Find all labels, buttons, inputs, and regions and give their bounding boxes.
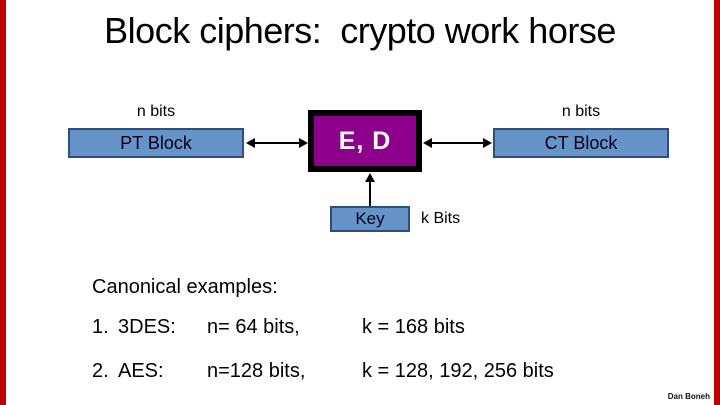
arrow-head-left-pt (246, 138, 255, 148)
key-box-label: Key (355, 209, 385, 228)
arrow-head-left-ed (423, 138, 432, 148)
example-number: 1. (92, 316, 109, 338)
pt-block-label: PT Block (120, 132, 192, 153)
example-block-size: n=128 bits, (207, 360, 306, 382)
example-name: AES: (118, 360, 164, 382)
slide-title: Block ciphers: crypto work horse (104, 10, 616, 51)
n-bits-label-right: n bits (561, 103, 601, 120)
encrypt-decrypt-box: E, D (308, 110, 422, 172)
arrow-pt-ed (254, 142, 300, 144)
k-bits-label: k Bits (421, 210, 461, 227)
arrow-head-right-ed (299, 138, 308, 148)
example-row-3des: 1. 3DES: n= 64 bits, k = 168 bits (0, 316, 720, 340)
example-key-size: k = 168 bits (362, 316, 465, 338)
arrow-head-up-key (365, 173, 375, 182)
ct-block-box: CT Block (493, 128, 669, 158)
key-box: Key (330, 206, 410, 232)
arrow-head-right-ct (483, 138, 492, 148)
ct-block-label: CT Block (544, 132, 618, 153)
encrypt-decrypt-label: E, D (338, 126, 392, 155)
example-block-size: n= 64 bits, (207, 316, 300, 338)
right-red-border (714, 0, 720, 405)
examples-heading: Canonical examples: (92, 276, 278, 298)
n-bits-label-left: n bits (136, 103, 176, 120)
example-number: 2. (92, 360, 109, 382)
arrow-key-ed (369, 181, 371, 206)
example-row-aes: 2. AES: n=128 bits, k = 128, 192, 256 bi… (0, 360, 720, 384)
example-key-size: k = 128, 192, 256 bits (362, 360, 554, 382)
left-red-border (0, 0, 6, 405)
example-name: 3DES: (118, 316, 176, 338)
pt-block-box: PT Block (68, 128, 244, 158)
author-credit: Dan Boneh (667, 392, 710, 401)
arrow-ed-ct (431, 142, 484, 144)
